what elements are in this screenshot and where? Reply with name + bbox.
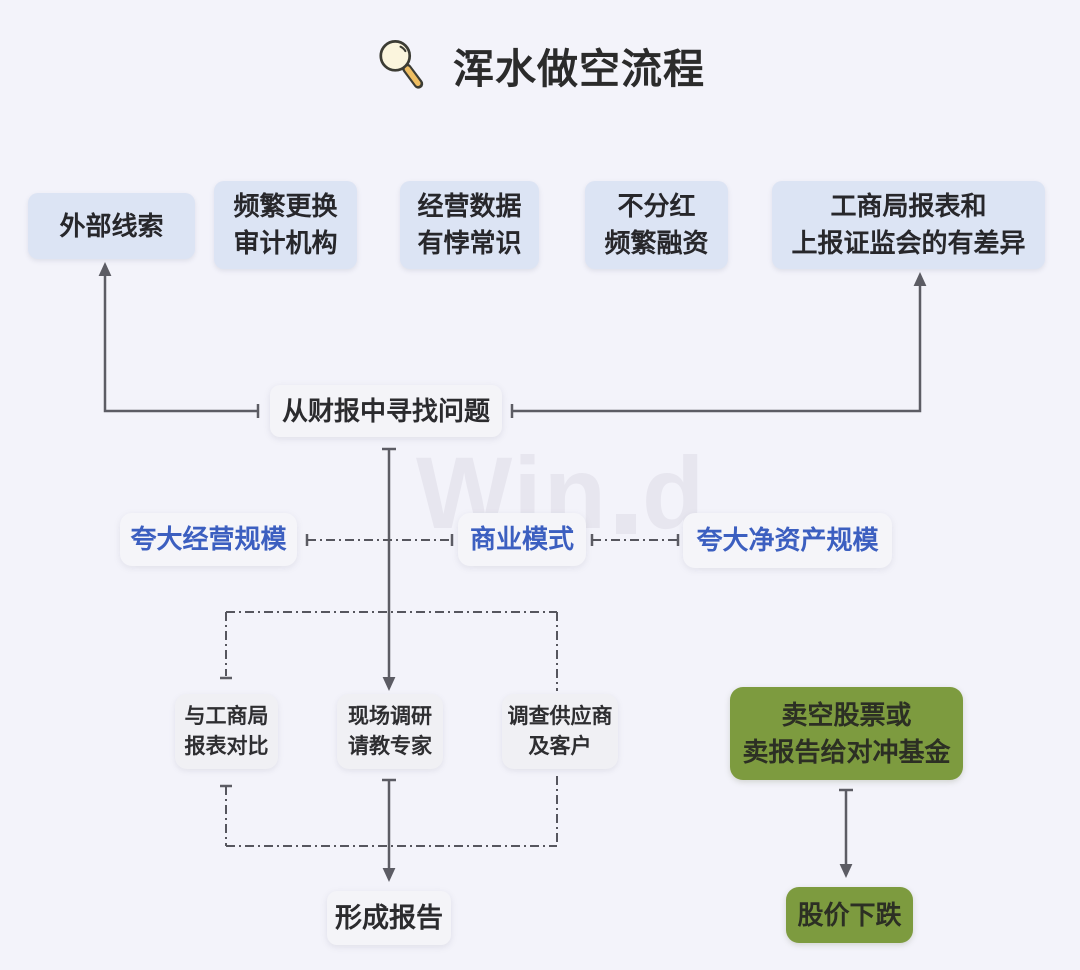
node-price-drop: 股价下跌 bbox=[786, 887, 913, 943]
arrowhead-down-center1 bbox=[382, 677, 396, 691]
signal-box-filing-discrepancy: 工商局报表和 上报证监会的有差异 bbox=[772, 181, 1045, 269]
node-exaggerate-operations: 夸大经营规模 bbox=[120, 513, 297, 566]
method-box-check-suppliers: 调查供应商 及客户 bbox=[502, 694, 618, 769]
arrowhead-up-right bbox=[913, 272, 927, 286]
watermark-dot bbox=[616, 514, 637, 534]
node-form-report: 形成报告 bbox=[327, 891, 451, 945]
arrowhead-down-center2 bbox=[382, 868, 396, 882]
dashed-connectors bbox=[225, 539, 678, 847]
arrowhead-down-green bbox=[839, 864, 853, 878]
solid-connectors bbox=[103, 276, 922, 869]
method-box-field-research: 现场调研 请教专家 bbox=[337, 694, 443, 769]
arrowhead-up-left bbox=[98, 262, 112, 276]
magnifier-icon bbox=[379, 39, 424, 89]
connector-find-to-regulator bbox=[512, 286, 922, 413]
signal-box-no-dividend: 不分红 频繁融资 bbox=[585, 181, 728, 269]
signal-box-abnormal-data: 经营数据 有悖常识 bbox=[400, 181, 539, 269]
node-exaggerate-net-assets: 夸大净资产规模 bbox=[683, 513, 892, 568]
connector-find-to-external bbox=[103, 276, 258, 413]
node-short-sell: 卖空股票或 卖报告给对冲基金 bbox=[730, 687, 963, 780]
signal-box-external-clues: 外部线索 bbox=[28, 193, 195, 259]
node-find-problems: 从财报中寻找问题 bbox=[270, 385, 502, 437]
page-header: 浑水做空流程 bbox=[0, 34, 1080, 96]
page-title: 浑水做空流程 bbox=[453, 46, 705, 92]
arrowheads bbox=[98, 262, 927, 882]
signal-box-auditor-changes: 频繁更换 审计机构 bbox=[214, 181, 357, 269]
node-business-model: 商业模式 bbox=[458, 513, 586, 566]
method-box-compare-filings: 与工商局 报表对比 bbox=[175, 694, 278, 769]
